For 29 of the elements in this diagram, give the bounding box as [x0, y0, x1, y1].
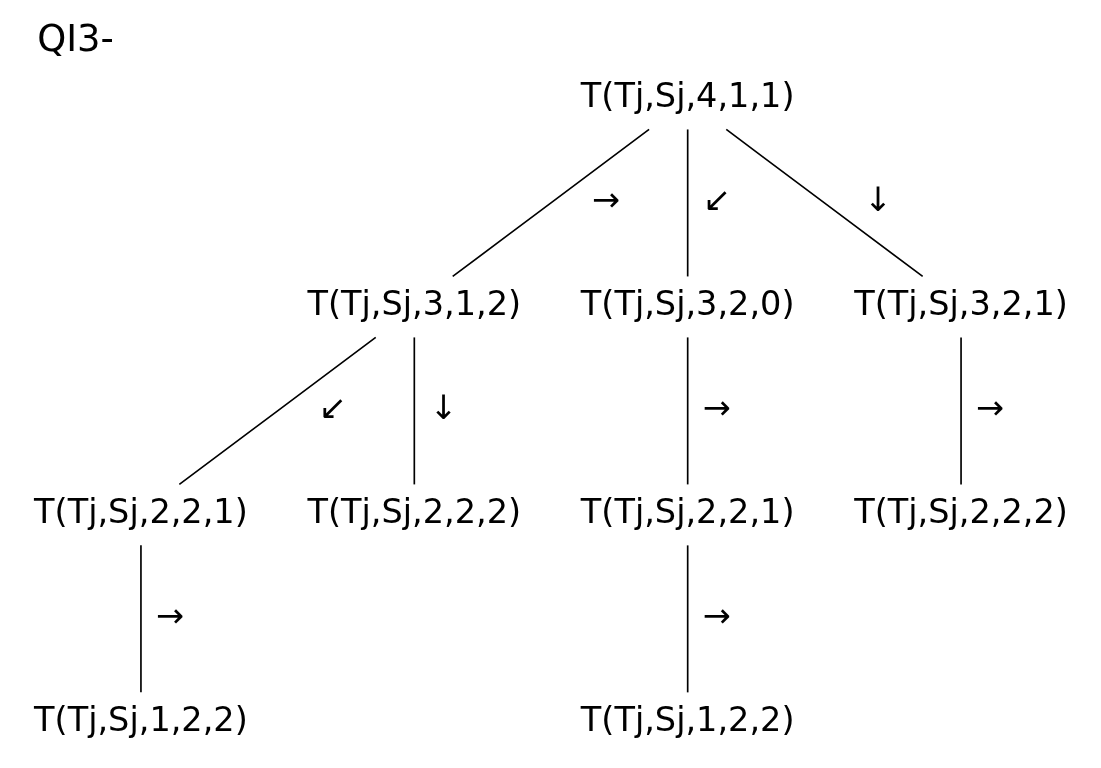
edge-label: ↙ — [318, 388, 347, 428]
node-text: T(Tj,Sj,1,2,2) — [580, 700, 795, 740]
edge-label: ↙ — [702, 180, 731, 220]
node-text: T(Tj,Sj,3,1,2) — [306, 284, 521, 324]
connector — [686, 336, 688, 486]
edge-label: ↓ — [863, 180, 892, 220]
node-text: T(Tj,Sj,2,2,1) — [580, 492, 795, 532]
connector — [959, 336, 962, 486]
edge-label: → — [975, 388, 1004, 428]
connector — [686, 544, 688, 694]
node-text: T(Tj,Sj,1,2,2) — [33, 700, 248, 740]
edge-label: → — [591, 180, 620, 220]
node-text: T(Tj,Sj,3,2,0) — [580, 284, 795, 324]
connector — [451, 128, 650, 278]
connector — [139, 544, 142, 694]
connector — [178, 336, 377, 486]
node-text: T(Tj,Sj,4,1,1) — [580, 76, 795, 116]
edge-label: ↓ — [428, 388, 457, 428]
edge-label: → — [702, 596, 731, 636]
connector — [686, 128, 688, 278]
node-text: T(Tj,Sj,2,2,2) — [853, 492, 1068, 532]
connector — [413, 336, 415, 486]
connector — [724, 128, 923, 278]
node-text: T(Tj,Sj,2,2,2) — [306, 492, 521, 532]
edge-label: → — [155, 596, 184, 636]
edge-label: → — [702, 388, 731, 428]
node-text: T(Tj,Sj,2,2,1) — [33, 492, 248, 532]
node-text: T(Tj,Sj,3,2,1) — [853, 284, 1068, 324]
diagram-title: QI3- — [36, 17, 114, 61]
